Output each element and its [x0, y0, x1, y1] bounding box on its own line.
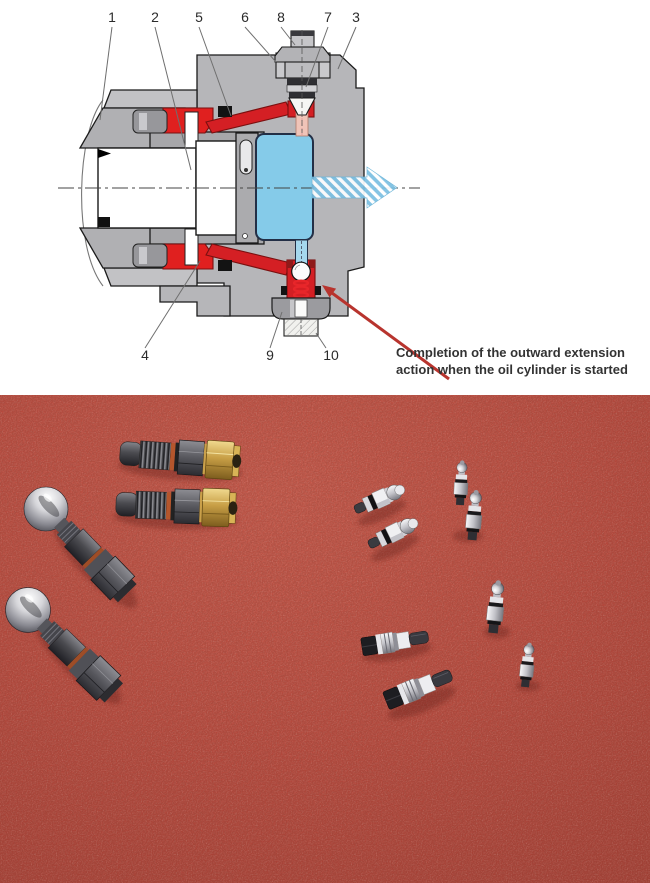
check-valve-bottom — [271, 261, 331, 337]
small-chrome-check-valve-1 — [353, 484, 405, 514]
callout-7: 7 — [324, 9, 332, 25]
annotation-line1: Completion of the outward extension — [396, 345, 625, 360]
rod-marker-block — [98, 217, 110, 227]
callout-10: 10 — [323, 347, 339, 363]
housing-bottom-step — [159, 285, 231, 317]
spherical-cap-arc — [81, 99, 104, 287]
ball-top-mini-valve-front — [465, 489, 483, 541]
ball-head-relief-valve-1 — [23, 486, 137, 603]
callout-9: 9 — [266, 347, 274, 363]
callout-5: 5 — [195, 9, 203, 25]
seal-block-bottom — [218, 260, 232, 271]
ball-top-mini-valve-rear — [453, 460, 469, 506]
ball-head-relief-valve-2 — [5, 587, 124, 703]
pressure-chamber-blue — [255, 133, 314, 241]
rod-locating-pin — [239, 139, 253, 175]
callout-6: 6 — [241, 9, 249, 25]
ball-top-mini-valve-low — [519, 642, 535, 688]
check-valve-ball — [291, 261, 311, 282]
hydraulic-cylinder-diagram: 1 2 5 6 8 7 3 4 9 10 Completion of the o… — [0, 0, 650, 395]
ball-top-mini-valve-mid — [485, 580, 505, 634]
annotation-text: Completion of the outward extension acti… — [396, 345, 628, 377]
plug-slot — [294, 299, 308, 318]
callout-2: 2 — [151, 9, 159, 25]
callouts: 1 2 5 6 8 7 3 4 9 10 — [108, 9, 360, 363]
oring-left — [281, 286, 287, 295]
black-hex-check-valve-2 — [382, 669, 453, 710]
callout-1: 1 — [108, 9, 116, 25]
carpet-background — [0, 395, 650, 883]
extension-direction-arrow — [311, 166, 398, 209]
black-hex-check-valve-1 — [360, 630, 429, 656]
rod-seal-glands — [132, 109, 168, 268]
pilot-valve-brass-nut-1 — [119, 439, 242, 481]
bottom-flange-plate — [103, 267, 198, 287]
callout-8: 8 — [277, 9, 285, 25]
chamber-corner-seal-right — [309, 260, 315, 268]
leader-lines — [99, 26, 357, 349]
valve-parts-photo — [0, 395, 650, 883]
annotation-arrow — [322, 285, 450, 381]
valve-flange — [274, 46, 331, 63]
barrel-detail-circle — [242, 233, 248, 239]
rod-marker-triangle — [98, 149, 111, 158]
oring-right — [315, 286, 321, 295]
plug-stem — [290, 300, 295, 317]
top-flange-plate — [103, 89, 198, 109]
callout-3: 3 — [352, 9, 360, 25]
spacer-slot-bottom — [184, 228, 199, 266]
seal-block-top — [218, 106, 232, 117]
annotation-line2: action when the oil cylinder is started — [396, 362, 628, 377]
chamber-corner-seal-left — [287, 260, 293, 268]
small-chrome-check-valve-2 — [367, 518, 419, 549]
pilot-valve-brass-nut-2 — [115, 487, 238, 528]
callout-4: 4 — [141, 347, 149, 363]
